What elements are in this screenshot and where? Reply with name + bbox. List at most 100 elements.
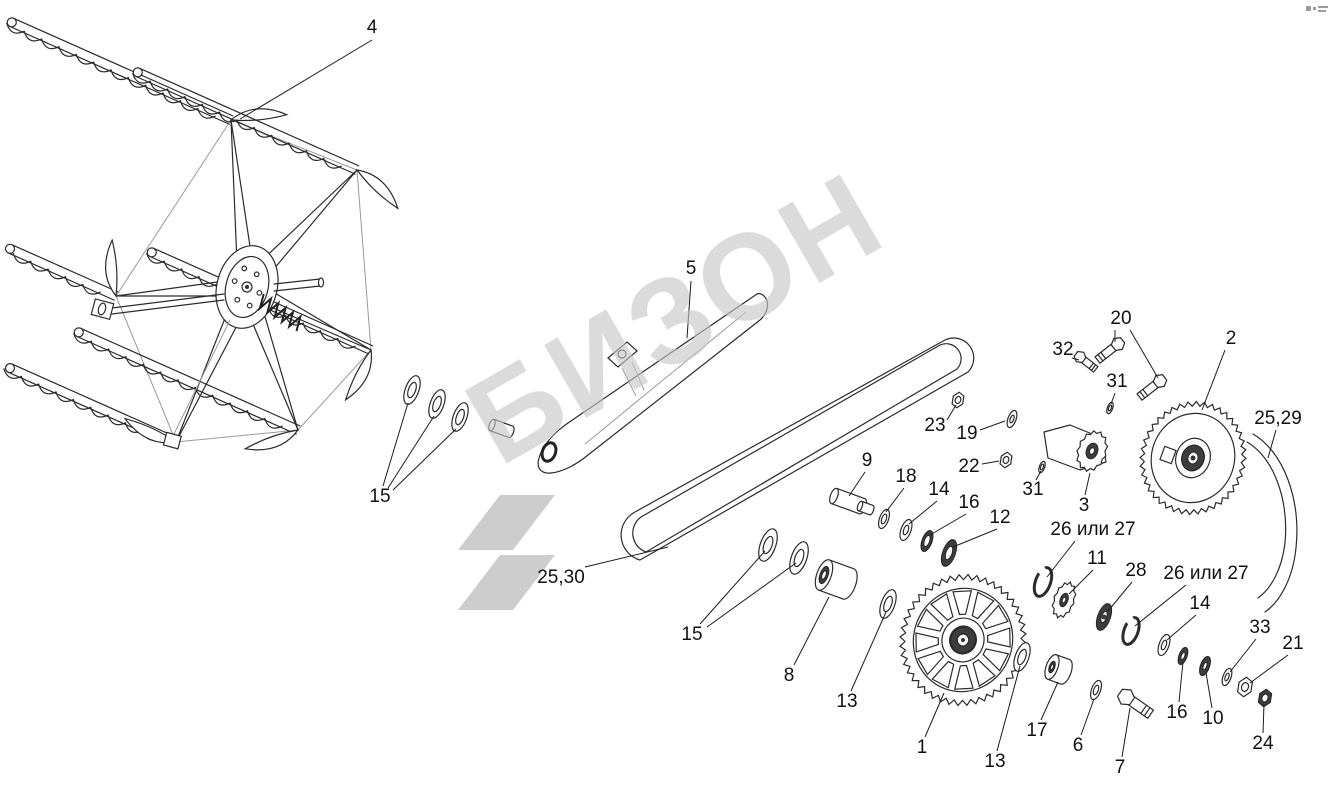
leader-line bbox=[1178, 661, 1184, 703]
reel-hub-center-dot bbox=[245, 285, 249, 289]
sprocket-1-blade bbox=[981, 604, 1009, 630]
circlip-26-27-a-gap bbox=[1037, 566, 1046, 575]
leader-line bbox=[1129, 329, 1159, 379]
leader-line bbox=[981, 460, 1000, 465]
washer-18-bore bbox=[880, 513, 888, 525]
sprocket-1-blade bbox=[971, 591, 995, 620]
leader-line bbox=[1249, 654, 1289, 684]
leader-line bbox=[1046, 540, 1076, 578]
leader-line bbox=[1134, 584, 1187, 627]
leader-line bbox=[699, 550, 766, 625]
washer-15-a-bore bbox=[407, 381, 417, 399]
reel-tine-holder-1 bbox=[229, 108, 289, 122]
bolt-7-head bbox=[1116, 688, 1136, 706]
leader-line bbox=[850, 611, 887, 692]
nut-21 bbox=[1236, 676, 1254, 698]
drive-belt-outer bbox=[620, 337, 975, 561]
leader-line bbox=[848, 471, 866, 497]
sprocket-1-blade bbox=[987, 627, 1011, 648]
ring-16-b-bore bbox=[1180, 651, 1186, 661]
belt-2-inner bbox=[1246, 441, 1287, 599]
leader-line bbox=[686, 280, 692, 339]
shaft-9 bbox=[829, 487, 839, 505]
leader-line bbox=[793, 596, 830, 666]
washer-19-bore bbox=[1009, 414, 1015, 424]
sprocket-1-blade bbox=[953, 664, 974, 690]
reel-tine-holder-3 bbox=[344, 348, 373, 402]
leader-line bbox=[1205, 672, 1213, 709]
leader-line bbox=[996, 665, 1021, 752]
leader-line bbox=[1080, 698, 1095, 736]
sprocket-3-hub-bore bbox=[1088, 447, 1096, 455]
leader-line bbox=[1110, 392, 1116, 405]
leader-line bbox=[1084, 472, 1091, 496]
leader-line bbox=[392, 428, 457, 491]
leader-line bbox=[924, 692, 945, 738]
sprocket-1-blade bbox=[917, 650, 945, 676]
nut-23-bore bbox=[954, 395, 962, 405]
support-arm-eye bbox=[540, 441, 558, 463]
leader-line bbox=[1035, 470, 1042, 481]
leader-lines bbox=[239, 39, 1289, 758]
washer-13-a-bore bbox=[883, 595, 893, 613]
logo-chevron-top bbox=[458, 495, 555, 550]
leader-line bbox=[1071, 357, 1080, 361]
support-arm-bracket-hole bbox=[617, 349, 627, 359]
support-arm bbox=[537, 293, 769, 474]
nut-24-bore bbox=[1261, 693, 1269, 703]
circlip-26-27-b bbox=[1121, 616, 1141, 646]
nut-21-bore bbox=[1240, 682, 1250, 692]
reel-crank-end bbox=[317, 277, 325, 288]
leader-line bbox=[1040, 681, 1059, 721]
diagram-linework bbox=[3, 17, 1298, 720]
shaft-9-tip bbox=[856, 500, 864, 512]
reel-hub-bolt-hole bbox=[241, 265, 248, 272]
leader-line bbox=[1068, 569, 1094, 595]
pivot-pin bbox=[488, 418, 496, 432]
leader-line bbox=[1107, 581, 1133, 612]
washer-14-b-bore bbox=[1160, 639, 1168, 651]
leader-line bbox=[946, 404, 957, 421]
reel-spring bbox=[258, 293, 303, 332]
leader-line bbox=[885, 487, 905, 513]
bolt-20-a-head bbox=[1110, 337, 1126, 351]
reel-tine-bar-4 bbox=[73, 327, 301, 435]
washer-15-e-bore bbox=[793, 548, 805, 568]
washer-6-bore bbox=[1092, 684, 1100, 696]
leader-line bbox=[1201, 349, 1226, 411]
sprocket-1-blade bbox=[916, 608, 944, 632]
leader-line bbox=[1229, 638, 1257, 673]
leader-line bbox=[1267, 429, 1277, 459]
sprocket-1-blade bbox=[930, 592, 954, 621]
belt-2-outer bbox=[1252, 433, 1298, 613]
reel-tine-holder-2 bbox=[355, 169, 399, 210]
sprocket-1-blade bbox=[931, 660, 955, 689]
leader-line bbox=[929, 513, 967, 536]
leader-line bbox=[382, 402, 409, 487]
washer-31-b-bore bbox=[1107, 404, 1113, 412]
leader-line bbox=[908, 500, 938, 525]
leader-line bbox=[952, 528, 998, 548]
circlip-26-27-a bbox=[1032, 566, 1054, 598]
leader-line bbox=[1262, 703, 1265, 734]
washer-13-b-bore bbox=[1017, 648, 1027, 666]
sprocket-2-center bbox=[1190, 455, 1196, 461]
ring-10-bore bbox=[1202, 661, 1208, 671]
bearing-28-center bbox=[1101, 614, 1107, 620]
bolt-32-head bbox=[1073, 350, 1087, 364]
nut-22 bbox=[999, 451, 1013, 469]
sprocket-1-blade bbox=[972, 659, 996, 688]
washer-15-b-bore bbox=[432, 395, 442, 413]
drive-belt-inner bbox=[632, 343, 962, 553]
reel-tine-holder-4 bbox=[243, 429, 300, 451]
reel-hub-bolt-hole bbox=[231, 278, 238, 285]
logo-chevron-bottom bbox=[458, 555, 555, 610]
sprocket-1-blade bbox=[982, 648, 1010, 672]
reel-tine-holder-5 bbox=[123, 417, 178, 444]
washer-14-a-bore bbox=[902, 524, 910, 536]
reel-hub-bolt-hole bbox=[246, 302, 253, 309]
bolt-20-b-head bbox=[1152, 374, 1168, 388]
bearing-12-bore bbox=[944, 545, 954, 561]
